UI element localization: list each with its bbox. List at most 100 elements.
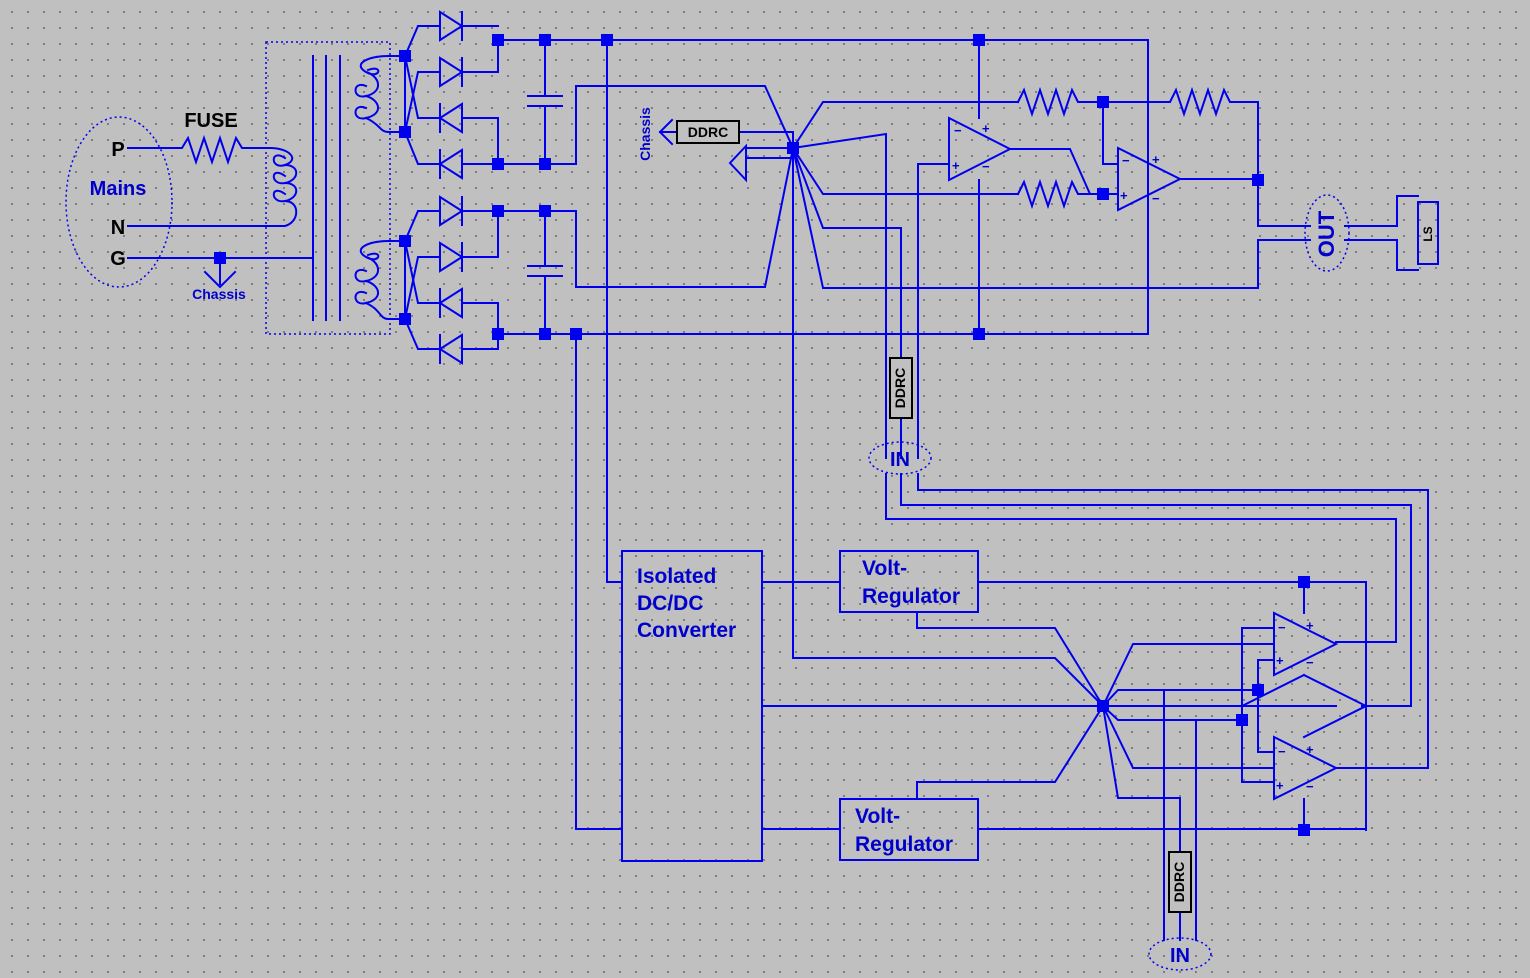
output-wire bbox=[1257, 179, 1311, 288]
dcdc-converter: Isolated DC/DC Converter bbox=[575, 39, 1104, 862]
opamp-supply-wire bbox=[1240, 581, 1369, 831]
input-resistor bbox=[1016, 178, 1104, 210]
junction-dot bbox=[1298, 576, 1310, 588]
junction-dot bbox=[214, 252, 226, 264]
opamp-minus: − bbox=[1152, 191, 1160, 206]
in-connector bbox=[868, 441, 932, 475]
top-amplifier: − + + − − + + − OUT LS bbox=[917, 39, 1439, 459]
junction-dot bbox=[1252, 684, 1264, 696]
opamp-output-wire bbox=[1009, 148, 1104, 195]
opamp-minus: − bbox=[982, 159, 990, 174]
opamp-plus: + bbox=[952, 158, 960, 173]
diode bbox=[403, 130, 499, 180]
diode bbox=[403, 317, 499, 365]
junction-dot bbox=[539, 328, 551, 340]
fuse-resistor bbox=[127, 134, 271, 166]
fuse-label: FUSE bbox=[184, 110, 237, 132]
junction-dot bbox=[539, 205, 551, 217]
opamp-minus: − bbox=[1122, 153, 1130, 168]
mains-p-label: P bbox=[111, 139, 124, 161]
opamp-plus: + bbox=[1120, 188, 1128, 203]
diode bbox=[403, 210, 499, 321]
input-amplifiers: − + + − − + + − bbox=[1097, 576, 1369, 941]
regulator-ground-wire bbox=[916, 611, 1105, 800]
bottom-input: DDRC IN bbox=[1148, 851, 1212, 971]
opamp-plus: + bbox=[982, 121, 990, 136]
secondary-coil-2 bbox=[354, 240, 406, 320]
in-label: IN bbox=[1170, 945, 1190, 967]
chassis-ground-symbol bbox=[203, 263, 237, 289]
diode bbox=[403, 195, 499, 243]
star-ground-top: DDRC Chassis bbox=[637, 101, 1259, 708]
bridge-rectifier-1 bbox=[399, 10, 504, 180]
bottom-star-wire bbox=[1101, 643, 1337, 941]
capacitor bbox=[527, 210, 563, 335]
ddrc-block bbox=[1168, 851, 1192, 913]
ddrc-label: DDRC bbox=[892, 368, 908, 408]
voltage-regulators: Volt- Regulator Volt- Regulator bbox=[839, 550, 1367, 861]
transformer-outline bbox=[265, 41, 391, 335]
speaker-wire bbox=[1344, 195, 1419, 271]
ddrc-block bbox=[676, 120, 740, 144]
regulator-top-line2: Regulator bbox=[862, 585, 960, 608]
diode bbox=[403, 39, 499, 134]
regulator-top-line1: Volt- bbox=[862, 557, 907, 580]
loudspeaker bbox=[1417, 201, 1439, 265]
power-rail-wire bbox=[497, 39, 1149, 335]
opamp-input-wire bbox=[1163, 627, 1275, 783]
ground-arrow bbox=[728, 143, 794, 183]
in-connector bbox=[1148, 937, 1212, 971]
junction-dot bbox=[1236, 714, 1248, 726]
mains-outline bbox=[65, 116, 173, 288]
opamp-triangle bbox=[1117, 146, 1183, 212]
input-signal-wire bbox=[885, 473, 1429, 769]
capacitor bbox=[527, 39, 563, 165]
opamp-triangle bbox=[948, 116, 1013, 182]
opamp-plus: + bbox=[1276, 653, 1284, 668]
transformer-core bbox=[312, 55, 341, 321]
mains-input: Mains P N G FUSE Chassis bbox=[65, 110, 313, 302]
converter-line2: DC/DC bbox=[637, 592, 704, 615]
opamp-plus: + bbox=[1276, 778, 1284, 793]
ls-label: LS bbox=[1421, 226, 1435, 241]
opamp-triangle bbox=[1273, 735, 1339, 801]
in-label: IN bbox=[890, 449, 910, 471]
converter-input-wire bbox=[575, 39, 623, 830]
opamp-plus: + bbox=[1152, 152, 1160, 167]
converter-line1: Isolated bbox=[637, 565, 716, 588]
mains-label: Mains bbox=[90, 178, 147, 200]
junction-dot bbox=[539, 34, 551, 46]
star-ground-wire bbox=[791, 101, 1259, 708]
chassis-arrow bbox=[658, 118, 674, 146]
out-connector bbox=[1304, 194, 1350, 272]
opamp-wire bbox=[1102, 101, 1259, 195]
opamp-minus: − bbox=[1306, 655, 1314, 670]
filter-capacitors bbox=[497, 34, 1149, 340]
regulator-bottom-line1: Volt- bbox=[855, 805, 900, 828]
top-input: DDRC IN bbox=[868, 357, 1429, 769]
output-feedback-resistor bbox=[1102, 86, 1259, 181]
junction-dot bbox=[539, 158, 551, 170]
out-label: OUT bbox=[1314, 210, 1339, 257]
ddrc-label: DDRC bbox=[688, 124, 728, 140]
converter-output-wire bbox=[761, 581, 1104, 830]
diode bbox=[403, 10, 499, 58]
opamp-minus: − bbox=[954, 123, 962, 138]
primary-coil bbox=[268, 146, 298, 227]
bridge-rectifier-2 bbox=[399, 195, 504, 365]
opamp-triangle bbox=[1273, 611, 1339, 677]
chassis-label: Chassis bbox=[192, 286, 246, 302]
opamp-plus: + bbox=[1306, 618, 1314, 633]
opamp-minus: − bbox=[1278, 620, 1286, 635]
diode bbox=[403, 239, 499, 335]
ddrc-block bbox=[889, 357, 913, 419]
converter-line3: Converter bbox=[637, 619, 736, 642]
diode bbox=[403, 54, 499, 165]
opamp-minus: − bbox=[1278, 744, 1286, 759]
mains-g-label: G bbox=[110, 248, 126, 270]
opamp-plus: + bbox=[1306, 742, 1314, 757]
secondary-coil-1 bbox=[354, 55, 406, 133]
regulator-bottom-line2: Regulator bbox=[855, 833, 953, 856]
ddrc-label: DDRC bbox=[1171, 862, 1187, 902]
